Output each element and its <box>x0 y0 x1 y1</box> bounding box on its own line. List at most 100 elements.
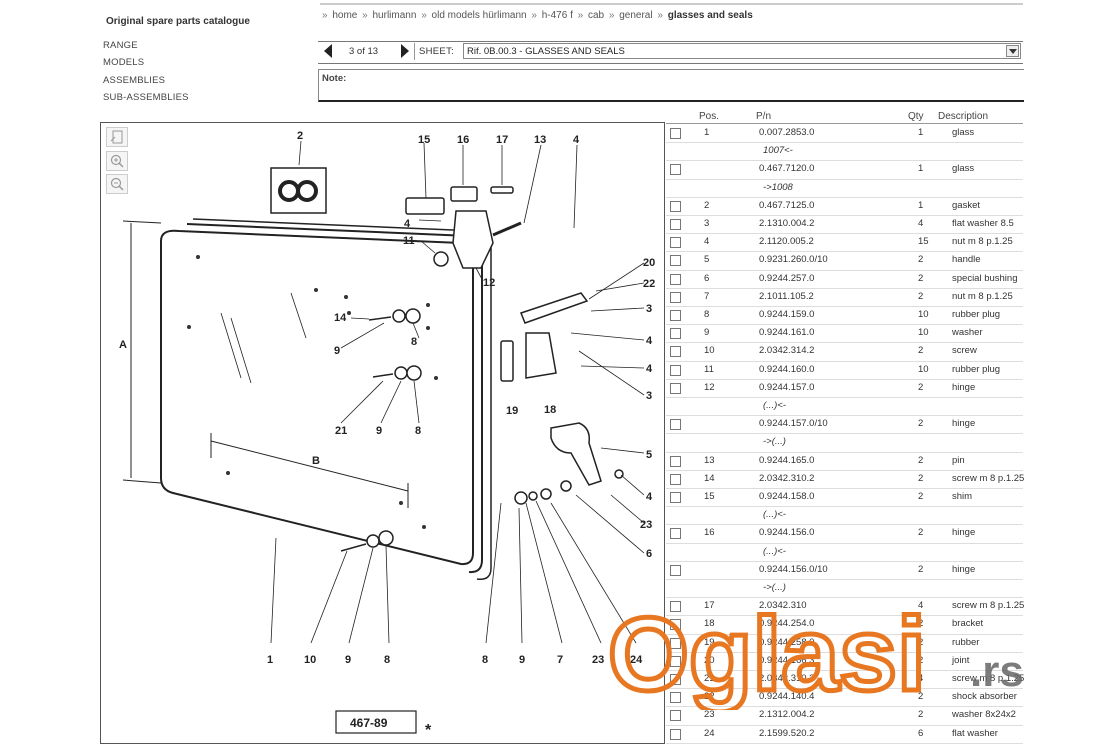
row-checkbox[interactable] <box>670 291 681 303</box>
row-checkbox[interactable] <box>670 164 681 176</box>
breadcrumb-cab[interactable]: cab <box>587 10 605 21</box>
row-checkbox[interactable] <box>670 310 681 321</box>
nav-models[interactable]: MODELS <box>103 57 145 69</box>
part-quantity: 2 <box>918 636 924 648</box>
callout-15: 15 <box>418 134 430 146</box>
row-checkbox[interactable] <box>670 692 681 704</box>
chevron-down-icon[interactable] <box>1006 45 1019 57</box>
row-checkbox[interactable] <box>670 601 681 613</box>
row-checkbox[interactable] <box>670 528 681 540</box>
part-quantity: 1 <box>918 199 924 211</box>
exploded-drawing: A B <box>100 122 665 744</box>
row-checkbox[interactable] <box>670 637 681 649</box>
row-checkbox[interactable] <box>670 419 681 431</box>
breadcrumb-old-models[interactable]: old models hürlimann <box>431 10 527 21</box>
prev-page-icon[interactable] <box>324 44 332 58</box>
row-note: ->1008 <box>763 181 793 193</box>
callout-3b: 3 <box>646 390 652 402</box>
zoom-in-icon <box>110 154 124 168</box>
table-note-row: 1007<- <box>666 142 1023 162</box>
part-description: rubber <box>952 636 980 648</box>
part-number: 2.1120.005.2 <box>759 236 814 248</box>
row-checkbox[interactable] <box>670 328 681 340</box>
drawing-code: 467-89 <box>350 716 388 730</box>
part-quantity: 2 <box>918 618 924 630</box>
part-position: 17 <box>704 600 715 612</box>
callout-9b: 9 <box>376 425 382 437</box>
callout-1: 1 <box>267 654 273 666</box>
row-checkbox[interactable] <box>670 655 681 667</box>
row-checkbox[interactable] <box>670 200 681 212</box>
sheet-select[interactable]: Rif. 0B.00.3 - GLASSES AND SEALS <box>463 43 1021 59</box>
part-number: 0.9244.156.0 <box>759 527 815 539</box>
callout-23b: 23 <box>592 654 604 666</box>
nav-sub-assemblies[interactable]: SUB-ASSEMBLIES <box>103 91 189 103</box>
part-position: 14 <box>704 472 715 484</box>
row-checkbox[interactable] <box>670 564 681 576</box>
part-description: shock absorber <box>952 691 1017 703</box>
zoom-out-button[interactable] <box>106 174 128 194</box>
part-quantity: 2 <box>918 454 924 466</box>
row-checkbox[interactable] <box>670 364 681 376</box>
row-checkbox[interactable] <box>670 710 681 722</box>
fit-view-button[interactable] <box>106 127 128 147</box>
part-position: 15 <box>704 491 715 502</box>
next-page-icon[interactable] <box>401 44 409 58</box>
row-checkbox[interactable] <box>670 237 681 249</box>
part-number: 2.0342.314.2 <box>759 345 815 357</box>
row-checkbox[interactable] <box>670 255 681 267</box>
row-checkbox[interactable] <box>670 346 681 358</box>
nav-assemblies[interactable]: ASSEMBLIES <box>103 74 166 86</box>
row-checkbox[interactable] <box>670 473 681 485</box>
zoom-in-button[interactable] <box>106 151 128 171</box>
breadcrumb-hurlimann[interactable]: hurlimann <box>372 10 417 21</box>
breadcrumb-model[interactable]: h-476 f <box>541 10 573 21</box>
row-checkbox[interactable] <box>670 273 681 285</box>
part-quantity: 2 <box>918 709 924 721</box>
row-checkbox[interactable] <box>670 219 681 230</box>
part-description: screw m 8 p.1.25 <box>952 472 1025 484</box>
part-description: flat washer 8.5 <box>952 218 1014 229</box>
row-checkbox[interactable] <box>670 619 681 631</box>
row-checkbox[interactable] <box>670 492 681 503</box>
breadcrumb-home[interactable]: home <box>332 10 358 21</box>
row-checkbox[interactable] <box>670 674 681 685</box>
part-number: 2.0342.310.2 <box>759 472 815 484</box>
part-description: nut m 8 p.1.25 <box>952 236 1013 248</box>
nav-range[interactable]: RANGE <box>103 40 138 51</box>
row-checkbox[interactable] <box>670 455 681 467</box>
part-description: bracket <box>952 618 984 630</box>
breadcrumb-general[interactable]: general <box>619 10 653 21</box>
callout-20: 20 <box>643 257 655 269</box>
row-checkbox[interactable] <box>670 728 681 740</box>
row-checkbox[interactable] <box>670 382 681 394</box>
row-checkbox[interactable] <box>670 128 681 139</box>
